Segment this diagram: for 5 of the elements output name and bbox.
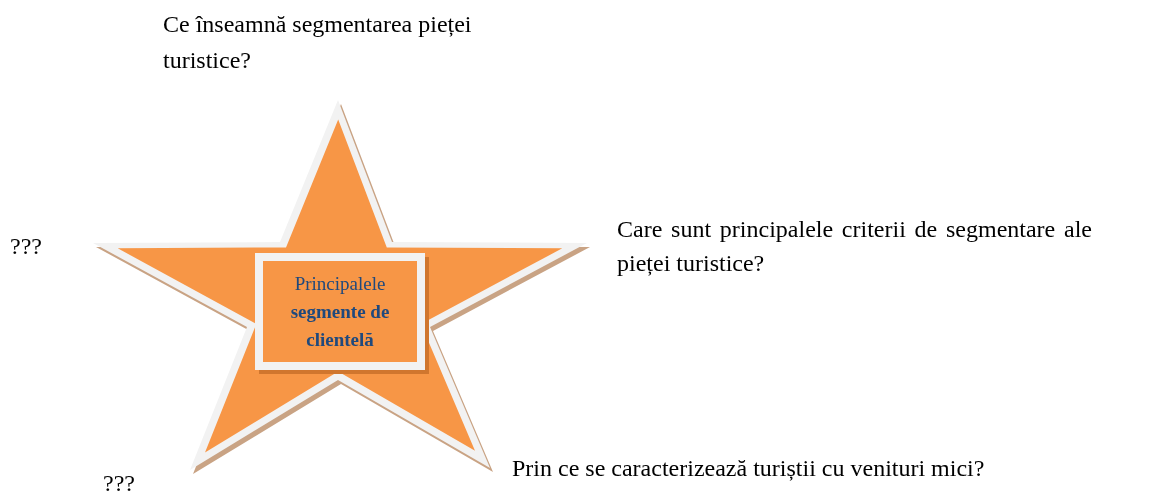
question-text: ??? (103, 469, 135, 498)
question-text: ??? (10, 232, 42, 261)
question-text: Care sunt principalele criterii de segmentare ale pieței turistice? (617, 215, 1092, 278)
question-text: Ce înseamnă segmentarea pieței turistice? (163, 10, 473, 75)
question-text: Prin ce se caracterizează turiștii cu venituri mici? (512, 454, 985, 483)
